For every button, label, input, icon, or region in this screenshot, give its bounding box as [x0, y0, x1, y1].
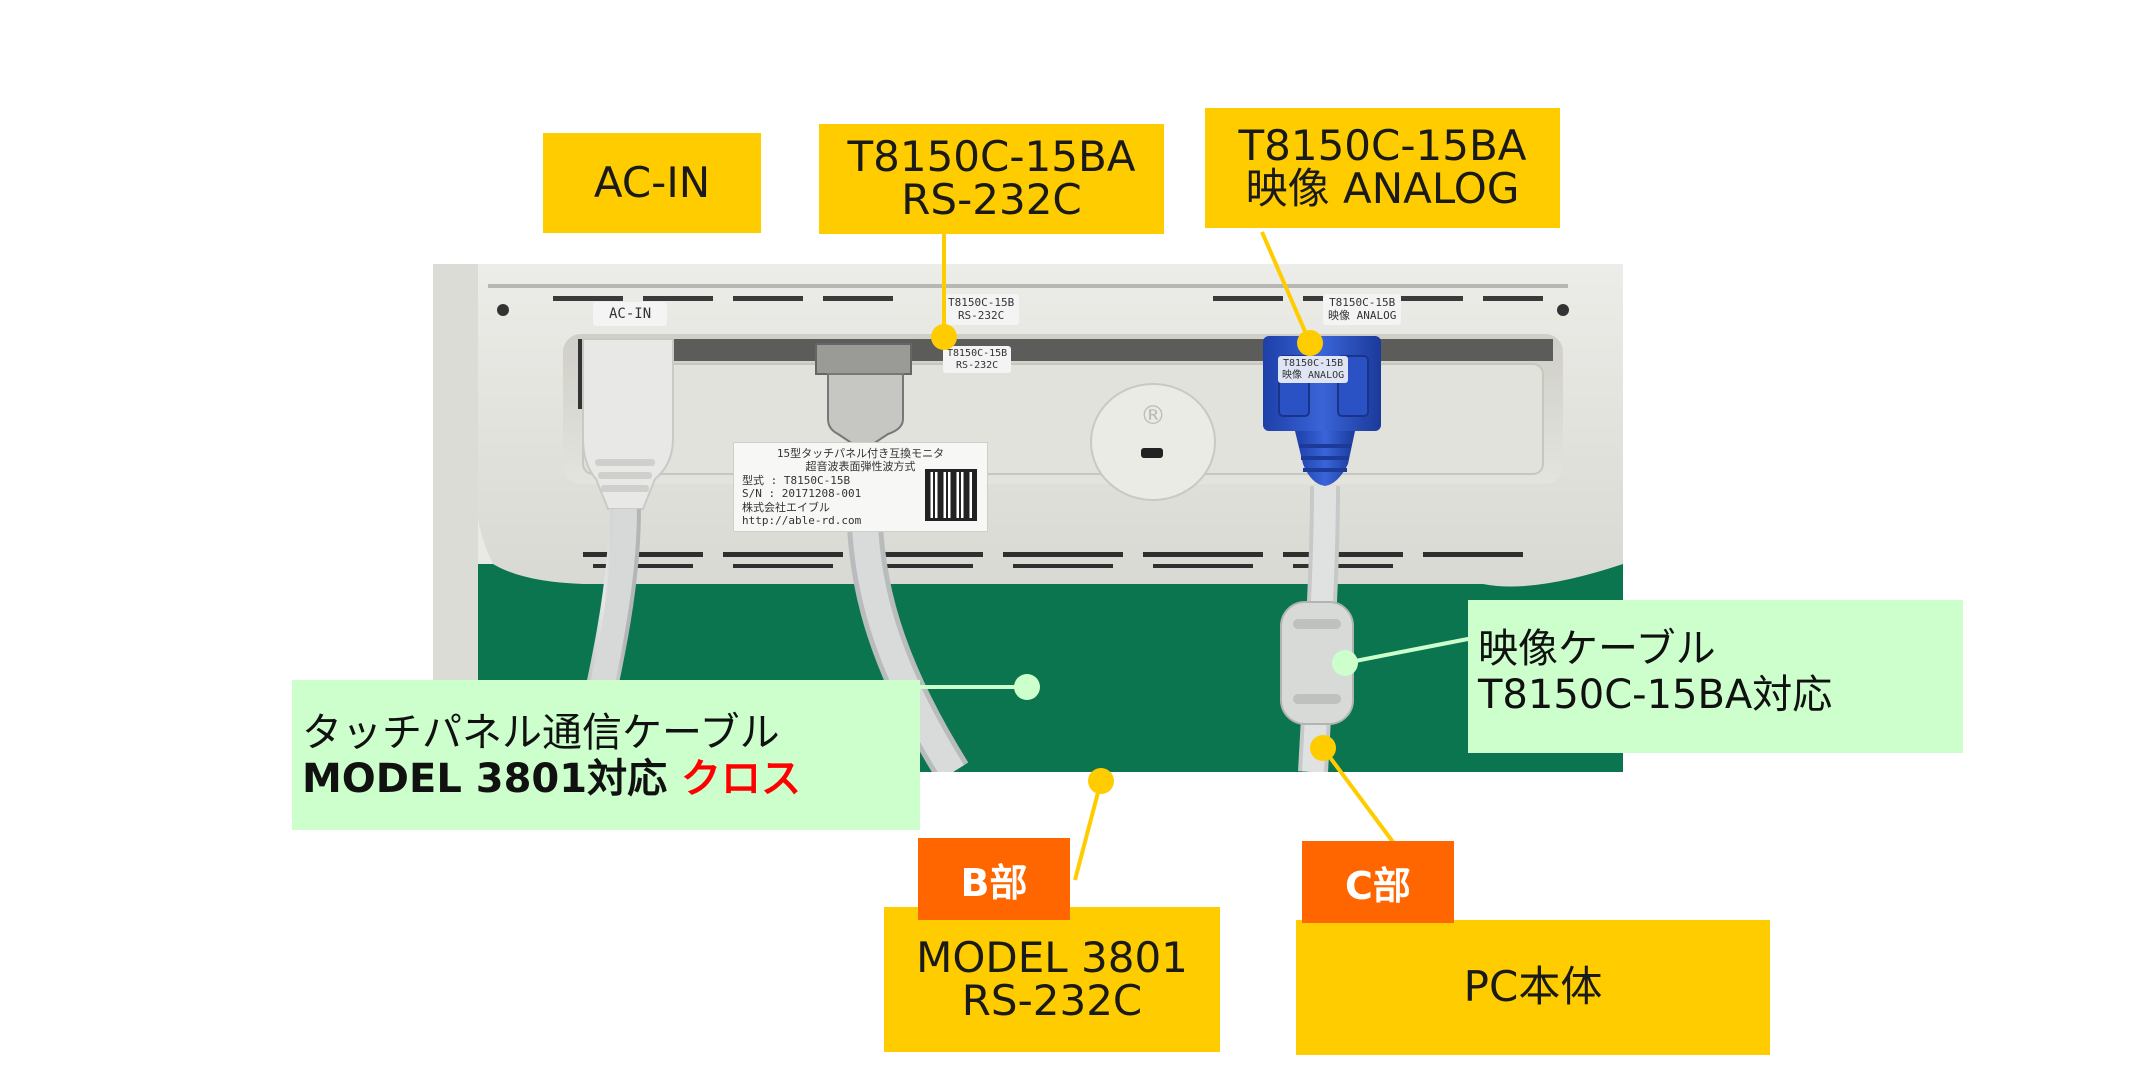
pc-body-label-text: PC本体 — [1463, 962, 1603, 1012]
photo-rs232-panel-label: T8150C-15B RS-232C — [943, 294, 1020, 326]
model3801-line2: RS-232C — [961, 975, 1143, 1025]
model3801-line1: MODEL 3801 — [916, 932, 1188, 982]
sticker-line-1: 15型タッチパネル付き互換モニタ — [776, 447, 945, 460]
product-sticker: 15型タッチパネル付き互換モニタ 超音波表面弾性波方式 型式 : T8150C-… — [733, 442, 988, 532]
photo-analog-plug-label: T8150C-15B 映像 ANALOG — [1278, 356, 1349, 383]
photo-rs232-plug-line1: T8150C-15B — [947, 348, 1008, 359]
photo-ac-in-label: AC-IN — [593, 302, 668, 327]
part-c-tag-text: C部 — [1345, 863, 1411, 908]
rs232c-connector-label: T8150C-15BA RS-232C — [819, 124, 1164, 234]
callout-dot-rs232 — [931, 324, 957, 350]
analog-connector-line2: 映像 ANALOG — [1245, 164, 1520, 213]
sticker-line-5: 株式会社エイブル — [742, 500, 830, 514]
part-b-tag-text: B部 — [960, 860, 1028, 905]
callout-dot-part-c — [1310, 735, 1336, 761]
analog-connector-line1: T8150C-15BA — [1238, 121, 1527, 171]
photo-rs232-plug-label: T8150C-15B RS-232C — [943, 346, 1012, 373]
photo-analog-panel-line1: T8150C-15B — [1329, 296, 1396, 309]
photo-rs232-panel-line2: RS-232C — [957, 308, 1005, 322]
rs232c-connector-line2: RS-232C — [901, 175, 1082, 224]
qr-code-icon — [925, 469, 977, 521]
callout-dot-analog — [1297, 330, 1323, 356]
callout-dot-video-cable — [1332, 650, 1358, 676]
photo-analog-panel-line2: 映像 ANALOG — [1328, 308, 1397, 322]
cross-cable-emphasis: クロス — [681, 756, 802, 802]
model3801-rs232c-label: MODEL 3801 RS-232C — [884, 907, 1220, 1052]
touch-panel-cable-line2: MODEL 3801対応 クロス — [302, 756, 910, 802]
ac-in-label: AC-IN — [543, 133, 761, 233]
part-c-tag: C部 — [1302, 841, 1454, 923]
video-cable-label: 映像ケーブル T8150C-15BA対応 — [1468, 600, 1963, 753]
ac-in-label-text: AC-IN — [593, 157, 711, 207]
video-cable-line1: 映像ケーブル — [1478, 626, 1716, 672]
photo-analog-plug-line2: 映像 ANALOG — [1282, 369, 1345, 381]
callout-dot-touch-cable — [1014, 674, 1040, 700]
analog-connector-label: T8150C-15BA 映像 ANALOG — [1205, 108, 1560, 228]
sticker-line-4: S/N : 20171208-001 — [742, 487, 862, 501]
callout-dot-part-b — [1088, 768, 1114, 794]
video-cable-line2: T8150C-15BA対応 — [1478, 672, 1833, 718]
touch-panel-cable-label: タッチパネル通信ケーブル MODEL 3801対応 クロス — [292, 680, 920, 830]
svg-text:®: ® — [1140, 401, 1166, 431]
sticker-line-6: http://able-rd.com — [742, 514, 862, 528]
photo-rs232-panel-line1: T8150C-15B — [948, 296, 1015, 309]
rs232c-connector-line1: T8150C-15BA — [847, 132, 1136, 182]
photo-rs232-plug-line2: RS-232C — [956, 359, 999, 371]
photo-analog-panel-label: T8150C-15B 映像 ANALOG — [1323, 294, 1402, 326]
sticker-line-2: 超音波表面弾性波方式 — [805, 460, 916, 474]
photo-analog-plug-line1: T8150C-15B — [1282, 358, 1344, 369]
sticker-line-3: 型式 : T8150C-15B — [742, 473, 851, 487]
pc-body-label: PC本体 — [1296, 920, 1770, 1055]
touch-panel-cable-model: MODEL 3801対応 — [302, 756, 668, 802]
touch-panel-cable-line1: タッチパネル通信ケーブル — [302, 710, 780, 756]
part-b-tag: B部 — [918, 838, 1070, 920]
